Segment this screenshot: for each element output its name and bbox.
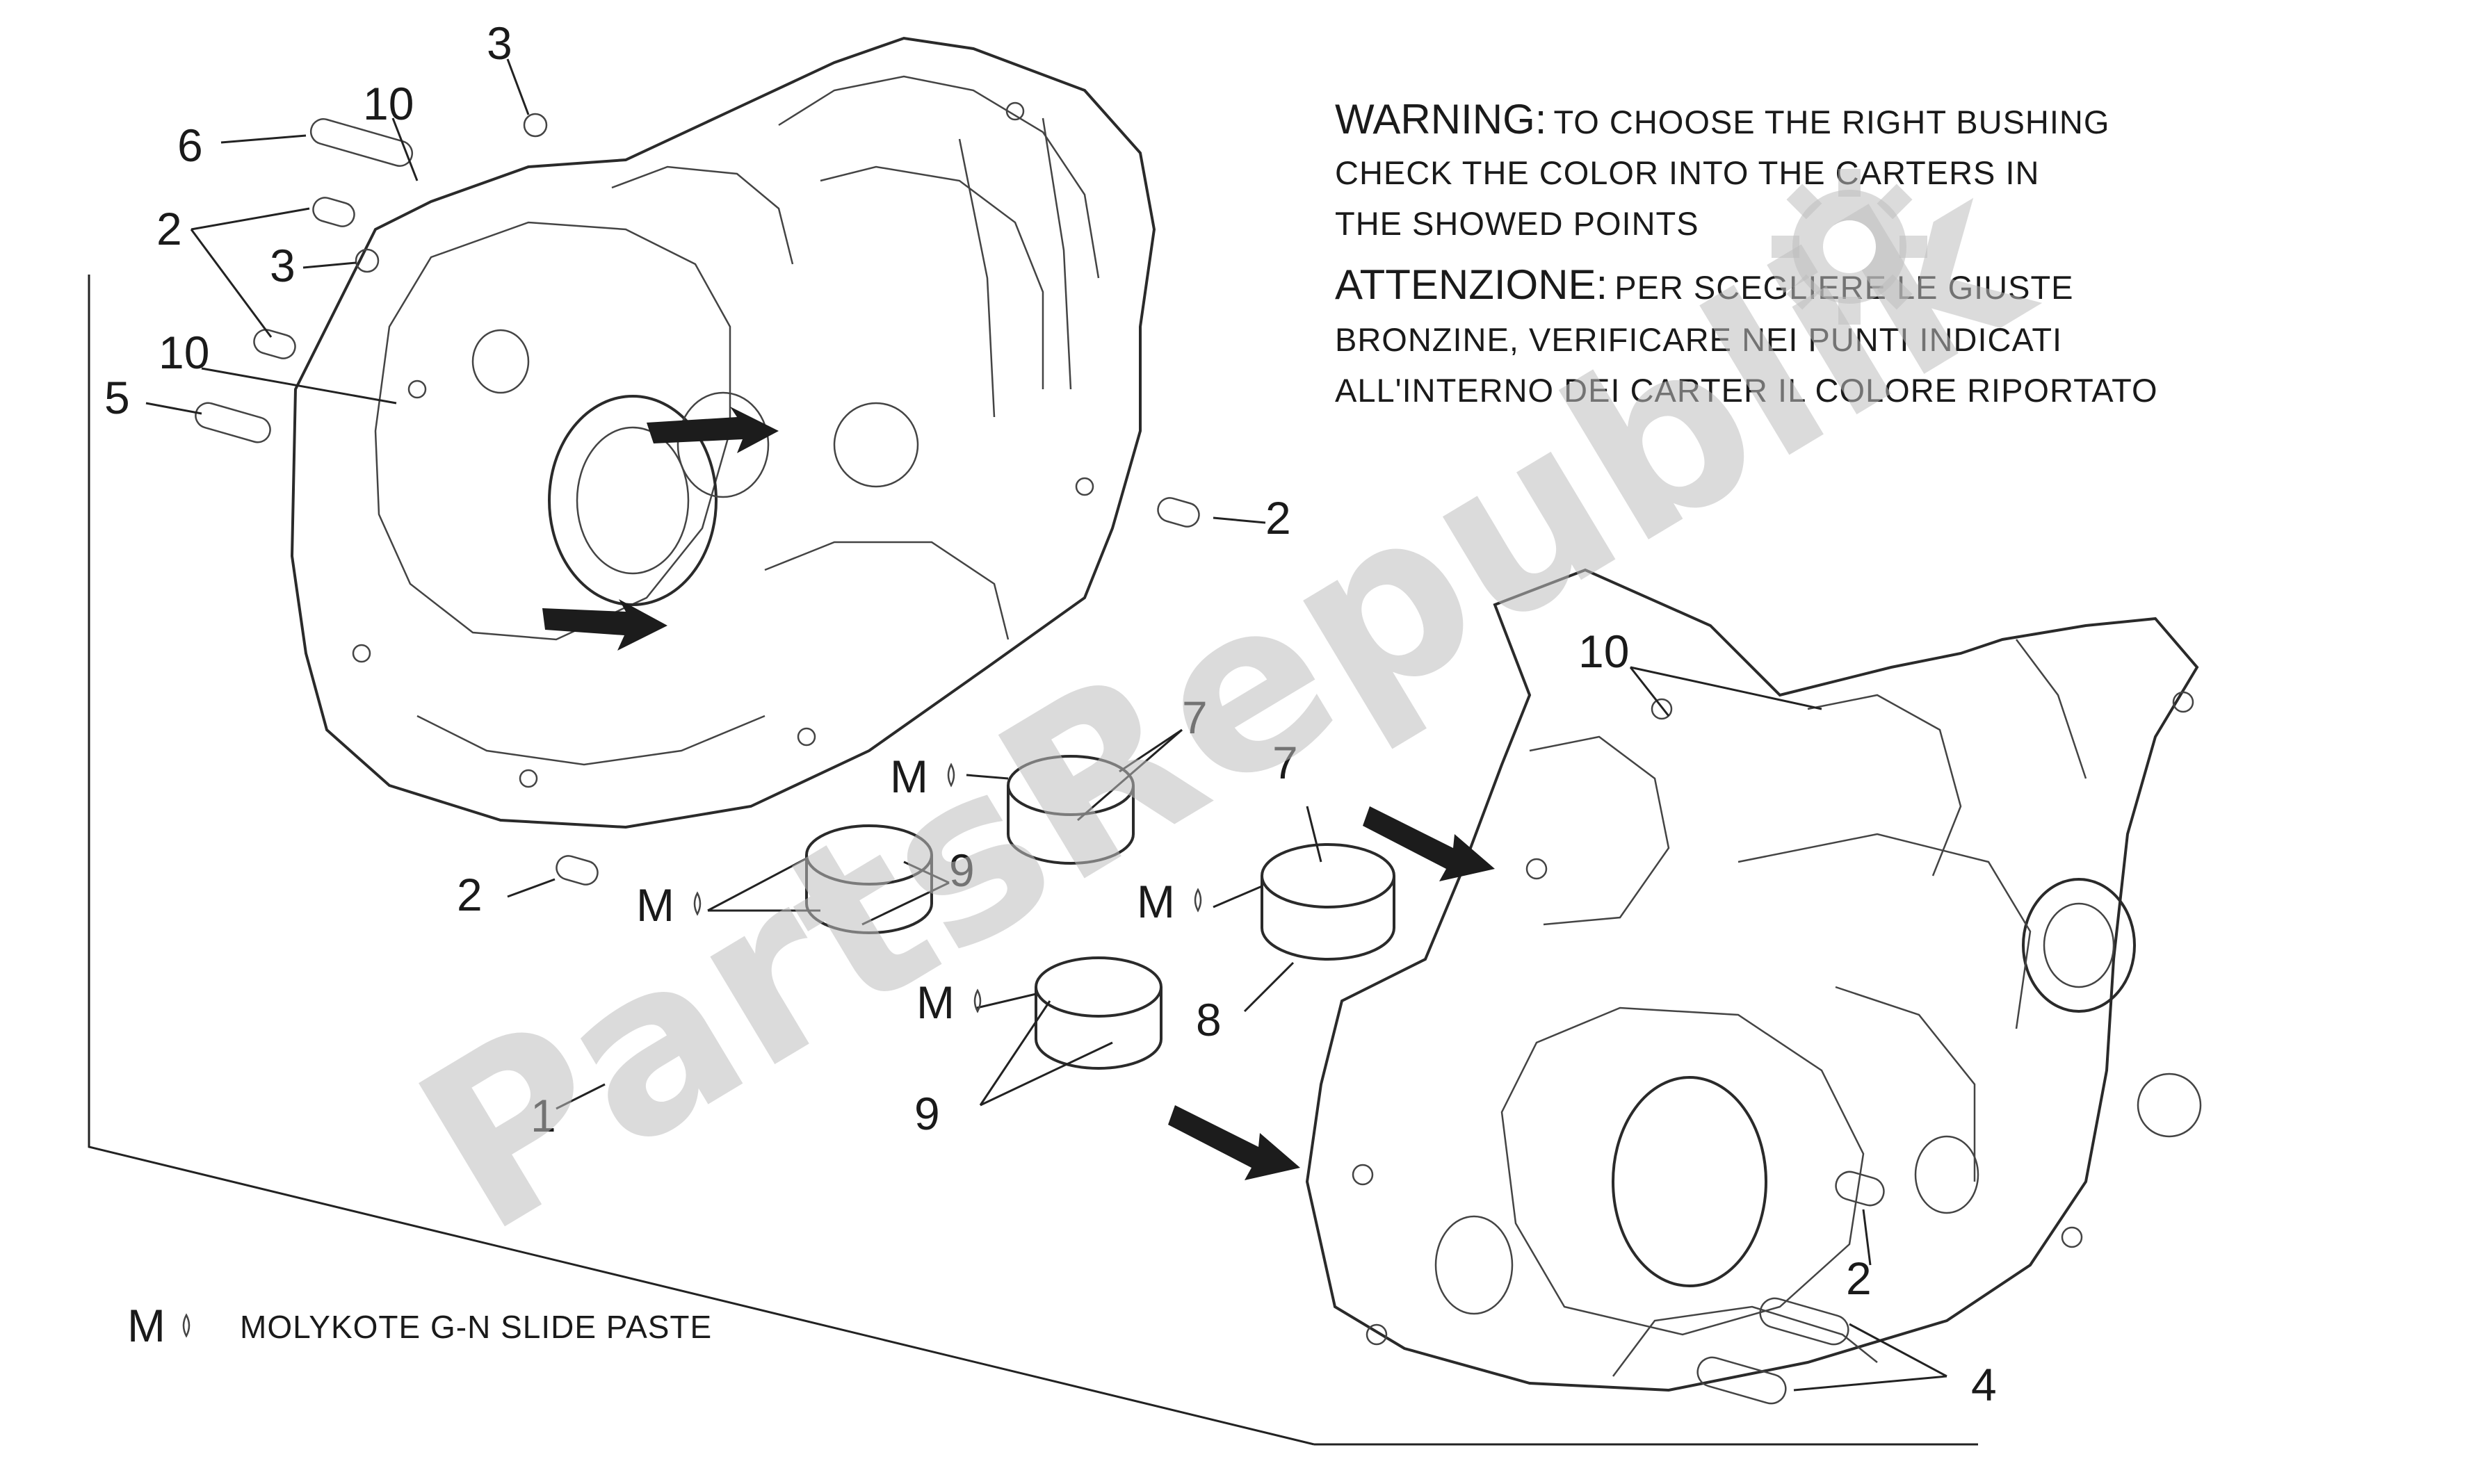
warning-text-en-2: CHECK THE COLOR INTO THE CARTERS IN bbox=[1335, 154, 2039, 191]
callout-3-lower: 3 bbox=[270, 240, 295, 291]
warning-text-en-1: TO CHOOSE THE RIGHT BUSHING bbox=[1553, 104, 2109, 140]
molykote-symbol-4: M bbox=[916, 977, 982, 1028]
indicator-arrow-4 bbox=[1168, 1105, 1300, 1180]
main-bearing-bushing-mid-left bbox=[805, 824, 933, 934]
right-crankcase-half bbox=[1305, 568, 2202, 1392]
warning-text-it-3: ALL'INTERNO DEI CARTER IL COLORE RIPORTA… bbox=[1335, 372, 2158, 409]
svg-text:M: M bbox=[916, 977, 955, 1028]
callout-4: 4 bbox=[1971, 1359, 1997, 1410]
indicator-arrow-3 bbox=[1363, 806, 1495, 881]
svg-text:M: M bbox=[890, 751, 928, 802]
watermark: PartsRepublik bbox=[377, 120, 2071, 1284]
warning-text-it-2: BRONZINE, VERIFICARE NEI PUNTI INDICATI bbox=[1335, 321, 2062, 358]
molykote-symbols: M M M M bbox=[636, 751, 1202, 1028]
molykote-symbol-2: M bbox=[636, 879, 702, 931]
callout-2-right: 2 bbox=[1265, 492, 1291, 544]
callout-9-lower: 9 bbox=[914, 1088, 940, 1139]
callout-8: 8 bbox=[1196, 994, 1222, 1045]
callout-2-upper: 2 bbox=[156, 203, 182, 254]
warning-note: WARNING:TO CHOOSE THE RIGHT BUSHING CHEC… bbox=[1335, 96, 2158, 409]
dowel-pin-4-lower bbox=[1696, 1356, 1787, 1405]
callout-6: 6 bbox=[177, 120, 203, 171]
legend-symbol: M bbox=[127, 1300, 165, 1351]
indicator-arrow-1 bbox=[647, 407, 779, 453]
callout-2-bottom: 2 bbox=[457, 869, 483, 920]
dowel-pin-2-bottom bbox=[556, 855, 599, 886]
callout-3-upper: 3 bbox=[487, 17, 512, 69]
nut-3-upper bbox=[523, 113, 548, 138]
callout-7-right: 7 bbox=[1272, 737, 1298, 788]
main-bearing-bushing-upper-left bbox=[1007, 755, 1135, 865]
svg-text:M: M bbox=[1137, 876, 1175, 927]
dowel-pin-5 bbox=[195, 402, 271, 443]
warning-text-en-3: THE SHOWED POINTS bbox=[1335, 205, 1699, 242]
callout-10-right: 10 bbox=[1578, 626, 1629, 677]
legend-text: MOLYKOTE G-N SLIDE PASTE bbox=[240, 1309, 712, 1345]
molykote-symbol-3: M bbox=[1137, 876, 1202, 927]
assembly-frame bbox=[88, 275, 1978, 1446]
indicator-arrow-2 bbox=[542, 599, 667, 651]
nut-3-lower bbox=[355, 248, 380, 273]
warning-heading-it: ATTENZIONE: bbox=[1335, 261, 1607, 308]
svg-text:M: M bbox=[636, 879, 674, 931]
molykote-symbol-1: M bbox=[890, 751, 955, 802]
dowel-pin-2-right-lower bbox=[1835, 1171, 1885, 1207]
callout-2-right-lower: 2 bbox=[1846, 1253, 1872, 1304]
legend: M MOLYKOTE G-N SLIDE PASTE bbox=[127, 1300, 712, 1351]
part-callouts: 6 10 3 2 3 10 5 2 2 1 7 7 9 8 9 10 2 4 bbox=[104, 17, 1997, 1410]
callout-10-left-upper: 10 bbox=[363, 78, 414, 129]
dowel-pin-2-upper bbox=[312, 197, 355, 227]
main-bearing-bushing-lower bbox=[1035, 956, 1163, 1070]
callout-7-left: 7 bbox=[1182, 692, 1208, 743]
leader-lines bbox=[145, 58, 1947, 1392]
callout-1: 1 bbox=[530, 1090, 556, 1141]
callout-5: 5 bbox=[104, 372, 130, 423]
left-crankcase-half bbox=[290, 36, 1156, 829]
main-bearing-bushing-mid-right bbox=[1261, 843, 1395, 961]
dowel-pin-2-right bbox=[1157, 497, 1200, 528]
warning-line-1: WARNING:TO CHOOSE THE RIGHT BUSHING bbox=[1335, 96, 2109, 142]
dowel-pin-2-second bbox=[253, 329, 296, 359]
gear-icon bbox=[1772, 169, 1927, 325]
warning-heading-en: WARNING: bbox=[1335, 96, 1546, 142]
dowel-pin-6 bbox=[309, 118, 414, 167]
dowel-pin-4-upper bbox=[1759, 1297, 1849, 1346]
callout-10-left-lower: 10 bbox=[159, 327, 209, 378]
callout-9-upper: 9 bbox=[949, 845, 975, 896]
